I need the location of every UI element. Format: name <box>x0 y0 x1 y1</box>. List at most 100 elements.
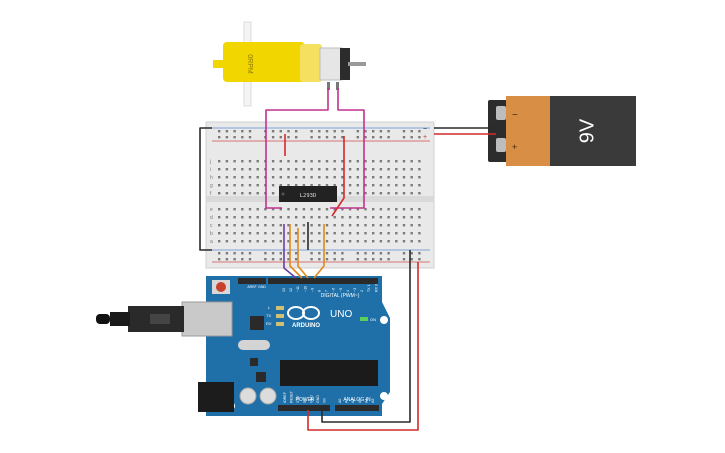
breadboard-hole[interactable] <box>318 130 321 133</box>
breadboard-hole[interactable] <box>379 252 383 255</box>
breadboard-hole[interactable] <box>325 208 329 211</box>
breadboard-hole[interactable] <box>256 192 259 195</box>
breadboard-hole[interactable] <box>356 224 359 227</box>
breadboard-hole[interactable] <box>271 192 275 195</box>
breadboard-hole[interactable] <box>333 258 336 261</box>
breadboard-hole[interactable] <box>333 240 336 243</box>
breadboard-hole[interactable] <box>372 168 375 171</box>
breadboard-hole[interactable] <box>287 224 290 227</box>
breadboard-hole[interactable] <box>295 240 298 243</box>
breadboard-hole[interactable] <box>310 168 313 171</box>
breadboard-hole[interactable] <box>348 216 352 219</box>
breadboard-hole[interactable] <box>295 208 298 211</box>
breadboard-hole[interactable] <box>295 136 298 139</box>
breadboard-hole[interactable] <box>333 130 336 133</box>
breadboard-hole[interactable] <box>341 252 344 255</box>
breadboard-hole[interactable] <box>233 216 236 219</box>
reset-button[interactable] <box>216 282 226 292</box>
breadboard-hole[interactable] <box>387 192 390 195</box>
breadboard-hole[interactable] <box>410 168 413 171</box>
wire-signal-purple[interactable] <box>283 224 297 279</box>
breadboard-hole[interactable] <box>341 208 344 211</box>
breadboard-hole[interactable] <box>264 224 267 227</box>
breadboard-hole[interactable] <box>256 184 259 187</box>
breadboard-hole[interactable] <box>410 240 413 243</box>
breadboard-hole[interactable] <box>233 240 236 243</box>
breadboard-hole[interactable] <box>233 160 236 163</box>
breadboard-hole[interactable] <box>287 208 290 211</box>
breadboard-hole[interactable] <box>333 224 336 227</box>
breadboard-hole[interactable] <box>264 240 267 243</box>
breadboard-hole[interactable] <box>279 252 282 255</box>
breadboard-hole[interactable] <box>218 184 221 187</box>
breadboard-hole[interactable] <box>356 168 359 171</box>
breadboard-hole[interactable] <box>271 258 275 261</box>
breadboard-hole[interactable] <box>379 240 383 243</box>
breadboard-hole[interactable] <box>310 216 313 219</box>
breadboard-hole[interactable] <box>379 224 383 227</box>
wire-motor-1[interactable] <box>265 88 329 209</box>
breadboard-hole[interactable] <box>225 240 229 243</box>
breadboard-hole[interactable] <box>318 232 321 235</box>
breadboard-hole[interactable] <box>218 192 221 195</box>
breadboard-hole[interactable] <box>395 168 398 171</box>
breadboard-hole[interactable] <box>241 208 244 211</box>
breadboard-hole[interactable] <box>302 168 306 171</box>
breadboard-hole[interactable] <box>364 216 367 219</box>
breadboard-hole[interactable] <box>372 136 375 139</box>
breadboard-hole[interactable] <box>318 252 321 255</box>
breadboard-hole[interactable] <box>264 258 267 261</box>
breadboard-hole[interactable] <box>310 184 313 187</box>
breadboard-hole[interactable] <box>279 184 282 187</box>
breadboard-hole[interactable] <box>364 168 367 171</box>
breadboard-hole[interactable] <box>341 258 344 261</box>
breadboard-hole[interactable] <box>271 252 275 255</box>
breadboard-hole[interactable] <box>372 192 375 195</box>
breadboard-hole[interactable] <box>248 240 252 243</box>
breadboard-hole[interactable] <box>264 252 267 255</box>
breadboard-hole[interactable] <box>387 224 390 227</box>
breadboard-hole[interactable] <box>379 232 383 235</box>
breadboard-hole[interactable] <box>372 252 375 255</box>
breadboard-hole[interactable] <box>341 168 344 171</box>
l293d-ic[interactable]: L293D <box>279 186 337 202</box>
dc-motor[interactable]: 0RPM <box>213 21 366 107</box>
breadboard-hole[interactable] <box>241 216 244 219</box>
breadboard-hole[interactable] <box>248 232 252 235</box>
breadboard-hole[interactable] <box>225 208 229 211</box>
breadboard-hole[interactable] <box>318 184 321 187</box>
breadboard-hole[interactable] <box>256 160 259 163</box>
wire-rail-gnd-link[interactable] <box>199 127 212 251</box>
breadboard-hole[interactable] <box>310 130 313 133</box>
breadboard-hole[interactable] <box>387 184 390 187</box>
breadboard-hole[interactable] <box>318 216 321 219</box>
breadboard-hole[interactable] <box>279 224 282 227</box>
breadboard-hole[interactable] <box>356 130 359 133</box>
breadboard-hole[interactable] <box>341 184 344 187</box>
breadboard-hole[interactable] <box>356 136 359 139</box>
breadboard-hole[interactable] <box>248 208 252 211</box>
breadboard-hole[interactable] <box>218 224 221 227</box>
breadboard-hole[interactable] <box>279 258 282 261</box>
breadboard-hole[interactable] <box>248 176 252 179</box>
breadboard-hole[interactable] <box>372 258 375 261</box>
breadboard-hole[interactable] <box>387 232 390 235</box>
breadboard-hole[interactable] <box>241 160 244 163</box>
breadboard-hole[interactable] <box>225 184 229 187</box>
breadboard-hole[interactable] <box>364 176 367 179</box>
breadboard-hole[interactable] <box>241 184 244 187</box>
breadboard-hole[interactable] <box>348 168 352 171</box>
breadboard-hole[interactable] <box>256 216 259 219</box>
breadboard-hole[interactable] <box>233 168 236 171</box>
breadboard-hole[interactable] <box>233 176 236 179</box>
breadboard-hole[interactable] <box>341 136 344 139</box>
breadboard-hole[interactable] <box>287 240 290 243</box>
breadboard-hole[interactable] <box>248 252 252 255</box>
wire-5v[interactable] <box>307 262 419 431</box>
wire-gnd[interactable] <box>321 250 411 423</box>
breadboard-hole[interactable] <box>233 232 236 235</box>
breadboard-hole[interactable] <box>395 240 398 243</box>
breadboard-hole[interactable] <box>372 160 375 163</box>
breadboard-hole[interactable] <box>387 136 390 139</box>
wire-signal-orange-1[interactable] <box>289 224 303 279</box>
